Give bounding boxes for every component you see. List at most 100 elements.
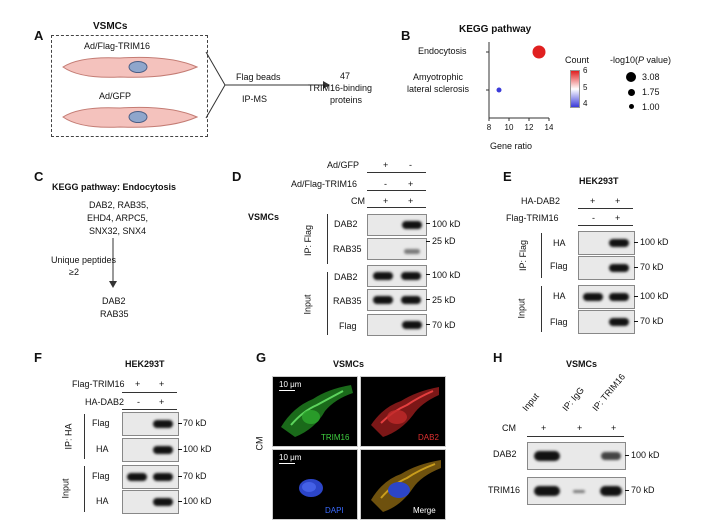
f-blot-ip-flag xyxy=(122,412,179,436)
d-row-label: RAB35 xyxy=(333,244,362,254)
row-label-als-1: Amyotrophic xyxy=(413,72,464,82)
g-channel-dapi: DAPI xyxy=(325,506,344,515)
e-row-label: HA xyxy=(553,238,566,248)
f-mw: 70 kD xyxy=(183,471,207,481)
row-label-als-2: lateral sclerosis xyxy=(407,84,470,94)
d-mw: 100 kD xyxy=(432,270,461,280)
f-mw: 100 kD xyxy=(183,444,212,454)
e-group-input: Input xyxy=(516,298,527,319)
e-cond-flag-trim16: Flag-TRIM16 xyxy=(506,213,559,223)
d-blot-input-flag xyxy=(367,314,427,336)
workflow-step-ip-ms: IP-MS xyxy=(242,94,268,104)
d-sign: - xyxy=(384,179,387,189)
gene-list-3: SNX32, SNX4 xyxy=(89,226,147,236)
e-sign: + xyxy=(590,196,596,206)
e-row-label: Flag xyxy=(550,317,568,327)
d-mw: 100 kD xyxy=(432,219,461,229)
size-legend-value-small: 1.00 xyxy=(642,102,660,112)
d-cond-cm: CM xyxy=(351,196,365,206)
d-row-label: DAB2 xyxy=(334,219,358,229)
f-row-label: HA xyxy=(96,496,109,506)
size-legend-value-large: 3.08 xyxy=(642,72,660,82)
construct-bottom-label: Ad/GFP xyxy=(99,91,132,101)
f-sign: - xyxy=(137,397,140,407)
size-legend-dot-medium xyxy=(628,89,635,96)
g-scale-bar-label: 10 μm xyxy=(279,453,302,462)
panel-label-b: B xyxy=(401,28,411,43)
h-sign: + xyxy=(611,423,617,433)
f-mw: 100 kD xyxy=(183,496,212,506)
image-dab2: DAB2 xyxy=(360,376,446,447)
f-row-label: Flag xyxy=(92,471,110,481)
e-row-label: Flag xyxy=(550,261,568,271)
panel-c-title: KEGG pathway: Endocytosis xyxy=(52,182,177,192)
f-cond-flag-trim16: Flag-TRIM16 xyxy=(72,379,125,389)
h-sign: + xyxy=(577,423,583,433)
h-lane-trim16: IP: TRIM16 xyxy=(590,371,628,413)
f-sign: + xyxy=(159,397,165,407)
e-blot-ip-flag xyxy=(578,256,635,280)
d-cond-gfp: Ad/GFP xyxy=(327,160,360,170)
workflow-arrow xyxy=(205,51,330,119)
h-lane-input: Input xyxy=(520,391,541,413)
x-tick-label: 8 xyxy=(487,123,492,132)
filter-text-2: ≥2 xyxy=(69,267,79,277)
d-blot-ip-dab2 xyxy=(367,214,427,236)
d-sign: + xyxy=(408,196,414,206)
d-mw: 25 kD xyxy=(432,236,456,246)
g-channel-trim16: TRIM16 xyxy=(321,433,350,442)
g-channel-dab2: DAB2 xyxy=(418,433,439,442)
e-mw: 100 kD xyxy=(640,237,669,247)
size-legend-dot-large xyxy=(626,72,636,82)
e-mw: 70 kD xyxy=(640,316,664,326)
workflow-step-flag-beads: Flag beads xyxy=(236,72,281,82)
f-cell-label: HEK293T xyxy=(125,359,165,369)
e-blot-input-ha xyxy=(578,285,635,309)
d-sign: + xyxy=(408,179,414,189)
e-blot-ip-ha xyxy=(578,231,635,255)
d-blot-ip-rab35 xyxy=(367,238,427,260)
h-blot-trim16 xyxy=(527,477,626,505)
f-group-ip: IP: HA xyxy=(63,423,74,450)
h-row-label: TRIM16 xyxy=(488,485,521,495)
e-sign: - xyxy=(592,213,595,223)
f-mw: 70 kD xyxy=(183,418,207,428)
f-blot-input-ha xyxy=(122,490,179,514)
e-cond-ha-dab2: HA-DAB2 xyxy=(521,196,561,206)
result-count: 47 xyxy=(340,71,351,81)
panel-label-e: E xyxy=(503,169,512,184)
h-blot-dab2 xyxy=(527,442,626,470)
h-cell-label: VSMCs xyxy=(566,359,598,369)
image-dapi: 10 μm DAPI xyxy=(272,449,358,520)
gene-list-2: EHD4, ARPC5, xyxy=(87,213,149,223)
h-cm-label: CM xyxy=(502,423,516,433)
d-sign: - xyxy=(409,160,412,170)
g-side-label: CM xyxy=(254,436,265,451)
filter-arrow xyxy=(109,238,117,288)
h-lane-igg: IP: IgG xyxy=(560,385,587,413)
x-tick-label: 10 xyxy=(505,123,514,132)
filter-text-1: Unique peptides xyxy=(51,255,117,265)
image-merge: Merge xyxy=(360,449,446,520)
h-sign: + xyxy=(541,423,547,433)
e-blot-input-flag xyxy=(578,310,635,334)
panel-a-title: VSMCs xyxy=(93,21,128,32)
d-cond-flag-trim16: Ad/Flag-TRIM16 xyxy=(291,179,358,189)
colorbar-tick-5: 5 xyxy=(583,83,588,92)
final-gene-2: RAB35 xyxy=(100,309,129,319)
d-row-label: DAB2 xyxy=(334,272,358,282)
d-mw: 25 kD xyxy=(432,295,456,305)
g-scale-bar-label: 10 μm xyxy=(279,380,302,389)
g-channel-merge: Merge xyxy=(413,506,436,515)
f-blot-input-flag xyxy=(122,465,179,489)
f-row-label: Flag xyxy=(92,418,110,428)
d-blot-input-rab35 xyxy=(367,289,427,311)
d-sign: + xyxy=(383,196,389,206)
f-sign: + xyxy=(135,379,141,389)
e-mw: 70 kD xyxy=(640,262,664,272)
x-axis-title: Gene ratio xyxy=(490,141,533,151)
g-cell-label: VSMCs xyxy=(333,359,365,369)
final-gene-1: DAB2 xyxy=(102,296,126,306)
e-sign: + xyxy=(615,196,621,206)
